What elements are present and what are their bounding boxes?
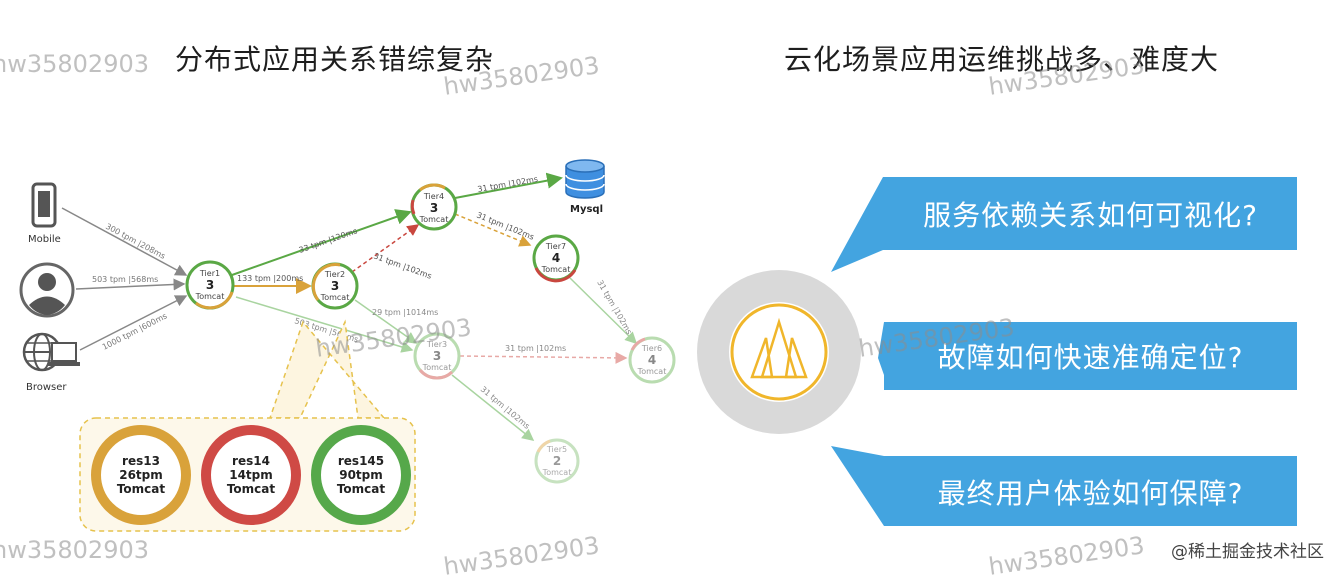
banner-shape-3 [831, 446, 1297, 526]
tier6-node: Tier6 4 Tomcat [628, 336, 676, 384]
svg-text:Tomcat: Tomcat [195, 292, 225, 301]
tier1-node: Tier1 3 Tomcat [185, 260, 235, 310]
edge-tier3-tier6 [459, 351, 628, 364]
edge-label-tier2-tier3-b: 29 tpm |1014ms [372, 308, 438, 317]
svg-text:Tomcat: Tomcat [542, 468, 572, 477]
edge-tier7-tier6 [569, 277, 638, 345]
svg-text:4: 4 [648, 353, 656, 367]
user-icon [19, 262, 75, 318]
tier5-node: Tier5 2 Tomcat [534, 438, 580, 484]
tier7-node: Tier7 4 Tomcat [532, 234, 580, 283]
edge-tier2-tier3-b [354, 299, 418, 344]
resource-tpm: 26tpm [119, 468, 163, 482]
resource-tpm: 90tpm [339, 468, 383, 482]
edge-label-tier7-tier6: 31 tpm |102ms [595, 279, 633, 337]
left-title: 分布式应用关系错综复杂 [175, 43, 495, 76]
mobile-label: Mobile [28, 234, 61, 245]
edge-browser-tier1 [79, 295, 188, 351]
edge-label-tier1-tier4: 33 tpm |120ms [298, 226, 359, 254]
resource-name: res14 [232, 454, 270, 468]
edge-label-tier1-tier2: 133 tpm |200ms [237, 274, 303, 283]
challenge-banner-3: 最终用户体验如何保障? [937, 477, 1244, 510]
peaks-icon [750, 317, 808, 379]
svg-text:Tomcat: Tomcat [422, 363, 452, 372]
banner-shape-1 [831, 177, 1297, 272]
svg-text:4: 4 [552, 251, 560, 265]
edge-label-tier3-tier5: 31 tpm |102ms [479, 385, 532, 431]
resource-group: res1326tpmTomcatres1414tpmTomcatres14590… [91, 425, 411, 525]
svg-text:3: 3 [331, 279, 339, 293]
svg-text:3: 3 [433, 349, 441, 363]
svg-text:Tier7: Tier7 [545, 242, 566, 251]
svg-text:2: 2 [553, 454, 561, 468]
edge-mobile-tier1 [61, 207, 188, 276]
svg-text:Tier2: Tier2 [324, 270, 345, 279]
mysql-label: Mysql [570, 204, 603, 215]
svg-text:Tomcat: Tomcat [320, 293, 350, 302]
svg-text:Tier5: Tier5 [546, 445, 567, 454]
edge-label-browser-tier1: 1000 tpm |600ms [101, 311, 169, 351]
resource-type: Tomcat [337, 482, 386, 496]
svg-text:3: 3 [206, 278, 214, 292]
edge-user-tier1 [75, 278, 186, 291]
watermark: hw35802903 [0, 50, 149, 78]
resource-name: res13 [122, 454, 160, 468]
challenge-banner-2: 故障如何快速准确定位? [937, 341, 1244, 374]
edge-label-mobile-tier1: 300 tpm |208ms [104, 222, 167, 261]
svg-text:Tier4: Tier4 [423, 192, 444, 201]
svg-text:Tomcat: Tomcat [419, 215, 449, 224]
hub-circle [697, 270, 861, 434]
svg-text:Tier6: Tier6 [641, 344, 662, 353]
edge-tier2-tier3 [235, 296, 414, 353]
source-credit: @稀土掘金技术社区 [1171, 542, 1324, 562]
browser-label: Browser [26, 382, 67, 393]
svg-text:Tier1: Tier1 [199, 269, 220, 278]
banner-shape-2 [878, 322, 1297, 390]
edge-label-tier3-tier6: 31 tpm |102ms [505, 344, 566, 353]
edge-tier3-tier5 [451, 374, 535, 441]
challenge-banner-1: 服务依赖关系如何可视化? [923, 199, 1258, 232]
edge-label-tier2-tier4: 31 tpm |102ms [372, 251, 433, 280]
svg-text:Tomcat: Tomcat [541, 265, 571, 274]
edge-tier4-mysql [454, 172, 563, 199]
right-title: 云化场景应用运维挑战多、难度大 [784, 43, 1220, 76]
edge-label-user-tier1: 503 tpm |568ms [92, 275, 158, 284]
mobile-icon [31, 182, 57, 228]
tier3-node: Tier3 3 Tomcat [413, 332, 461, 380]
resource-type: Tomcat [117, 482, 166, 496]
svg-text:Tomcat: Tomcat [637, 367, 667, 376]
edge-label-tier4-mysql: 31 tpm |102ms [477, 174, 539, 193]
resource-type: Tomcat [227, 482, 276, 496]
edge-tier1-tier4 [231, 209, 412, 276]
resource-name: res145 [338, 454, 384, 468]
watermark: hw35802903 [0, 536, 149, 564]
tier4-node: Tier4 3 Tomcat [410, 183, 458, 231]
resource-tpm: 14tpm [229, 468, 273, 482]
tier2-node: Tier2 3 Tomcat [311, 262, 359, 310]
svg-text:Tier3: Tier3 [426, 340, 447, 349]
svg-text:3: 3 [430, 201, 438, 215]
database-icon [565, 159, 605, 199]
browser-icon [22, 332, 80, 372]
